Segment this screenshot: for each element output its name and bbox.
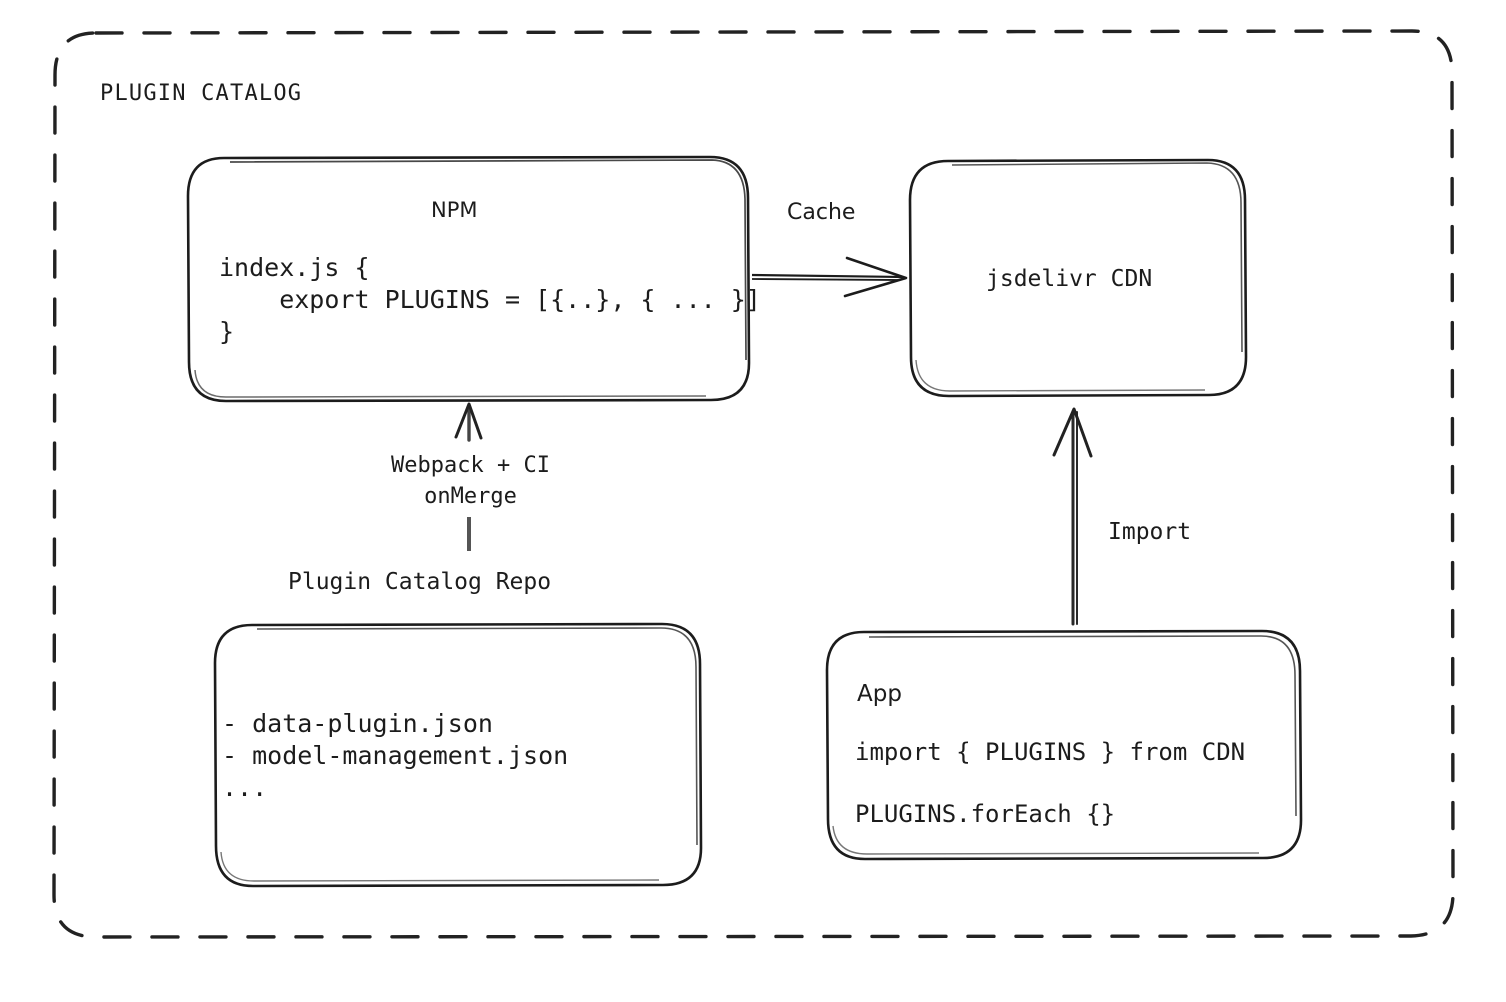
edge-import-arrow [1052,407,1093,626]
edge-label-cache: Cache [787,200,856,225]
cdn-node-title: jsdelivr CDN [986,266,1153,292]
npm-node-code: index.js { export PLUGINS = [{..}, { ...… [219,253,761,346]
edge-label-webpack-ci: Webpack + CI onMerge [391,453,550,509]
app-node-code-foreach: PLUGINS.forEach {} [855,800,1116,828]
edge-cache-arrow [751,256,908,298]
edge-label-import: Import [1108,519,1192,545]
repo-node-caption: Plugin Catalog Repo [288,569,552,595]
npm-node-title: NPM [431,198,478,222]
repo-node-file-list: - data-plugin.json - model-management.js… [222,709,569,802]
catalog-title: PLUGIN CATALOG [100,81,303,106]
app-node-title: App [857,681,902,707]
app-node-code-import: import { PLUGINS } from CDN [855,738,1246,766]
